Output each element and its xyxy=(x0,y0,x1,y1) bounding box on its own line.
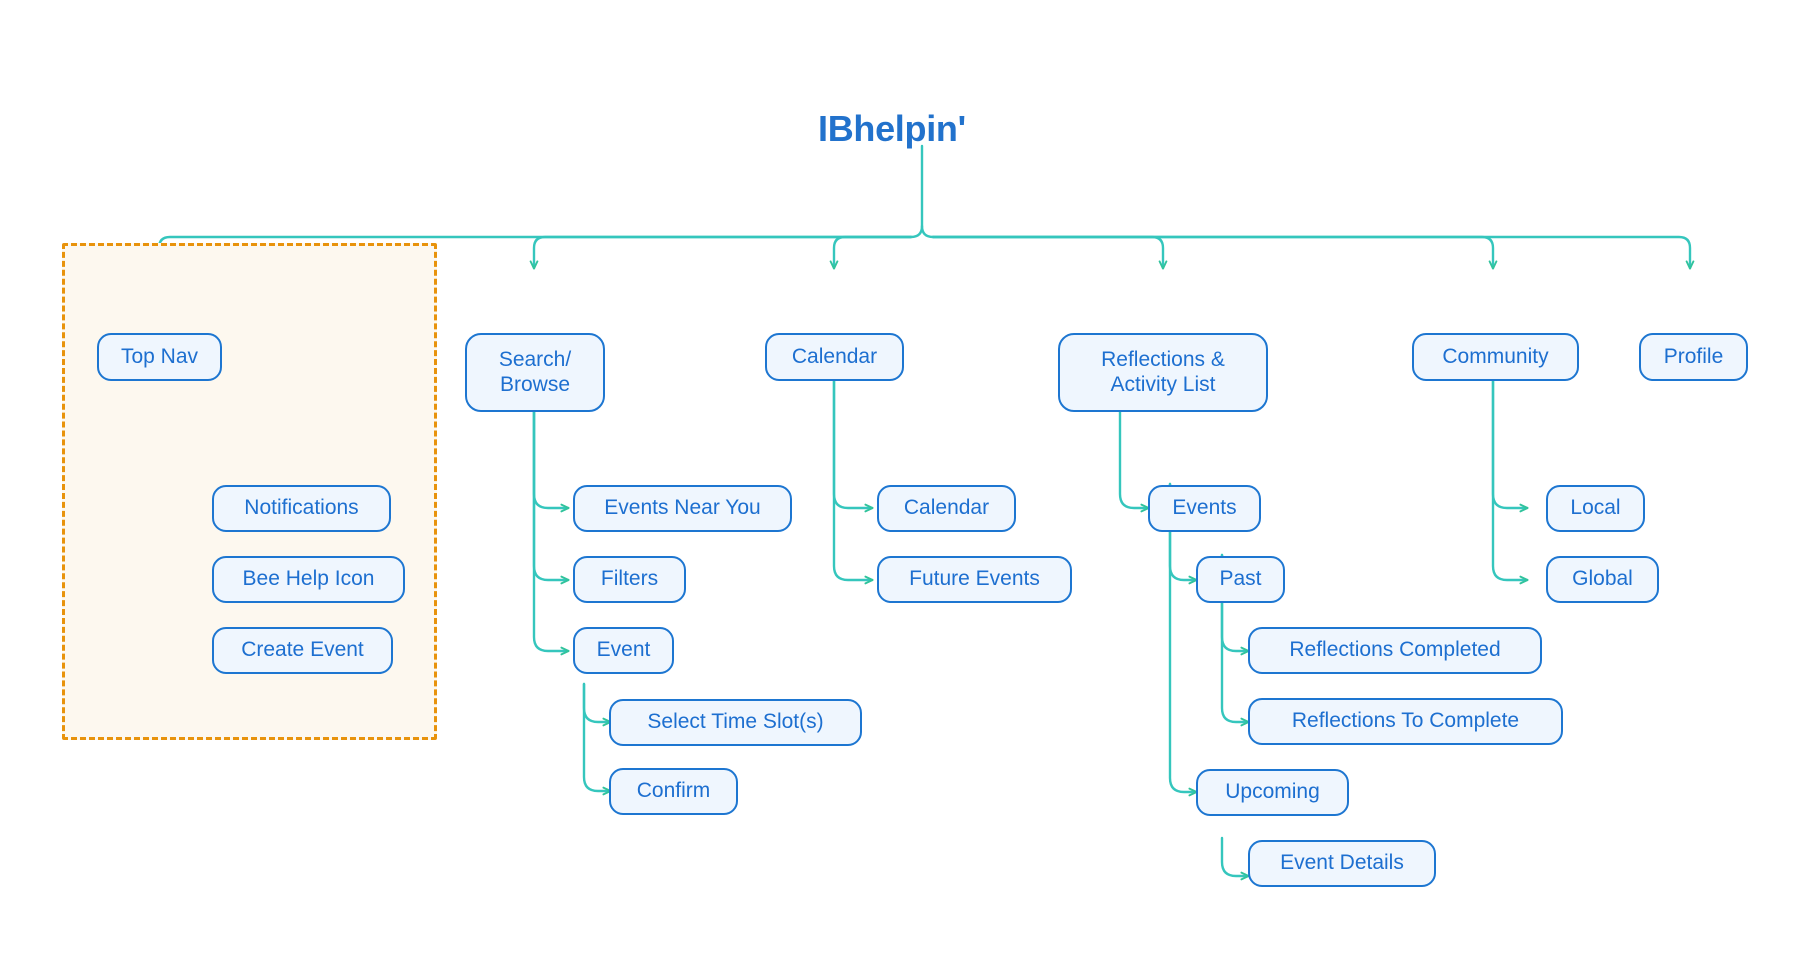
node-notifications[interactable]: Notifications xyxy=(212,485,391,532)
node-create-event[interactable]: Create Event xyxy=(212,627,393,674)
node-search-browse[interactable]: Search/ Browse xyxy=(465,333,605,412)
node-calendar[interactable]: Calendar xyxy=(765,333,904,381)
node-filters[interactable]: Filters xyxy=(573,556,686,603)
node-past[interactable]: Past xyxy=(1196,556,1285,603)
node-community[interactable]: Community xyxy=(1412,333,1579,381)
node-top-nav[interactable]: Top Nav xyxy=(97,333,222,381)
node-profile[interactable]: Profile xyxy=(1639,333,1748,381)
page-title: IBhelpin' xyxy=(818,108,966,149)
node-event-details[interactable]: Event Details xyxy=(1248,840,1436,887)
node-future-events[interactable]: Future Events xyxy=(877,556,1072,603)
node-event[interactable]: Event xyxy=(573,627,674,674)
node-local[interactable]: Local xyxy=(1546,485,1645,532)
node-reflections-activity-list[interactable]: Reflections & Activity List xyxy=(1058,333,1268,412)
node-upcoming[interactable]: Upcoming xyxy=(1196,769,1349,816)
node-global[interactable]: Global xyxy=(1546,556,1659,603)
node-select-time-slots[interactable]: Select Time Slot(s) xyxy=(609,699,862,746)
node-reflections-to-complete[interactable]: Reflections To Complete xyxy=(1248,698,1563,745)
node-calendar-child[interactable]: Calendar xyxy=(877,485,1016,532)
node-confirm[interactable]: Confirm xyxy=(609,768,738,815)
node-events-near-you[interactable]: Events Near You xyxy=(573,485,792,532)
node-events[interactable]: Events xyxy=(1148,485,1261,532)
node-bee-help-icon[interactable]: Bee Help Icon xyxy=(212,556,405,603)
node-reflections-completed[interactable]: Reflections Completed xyxy=(1248,627,1542,674)
